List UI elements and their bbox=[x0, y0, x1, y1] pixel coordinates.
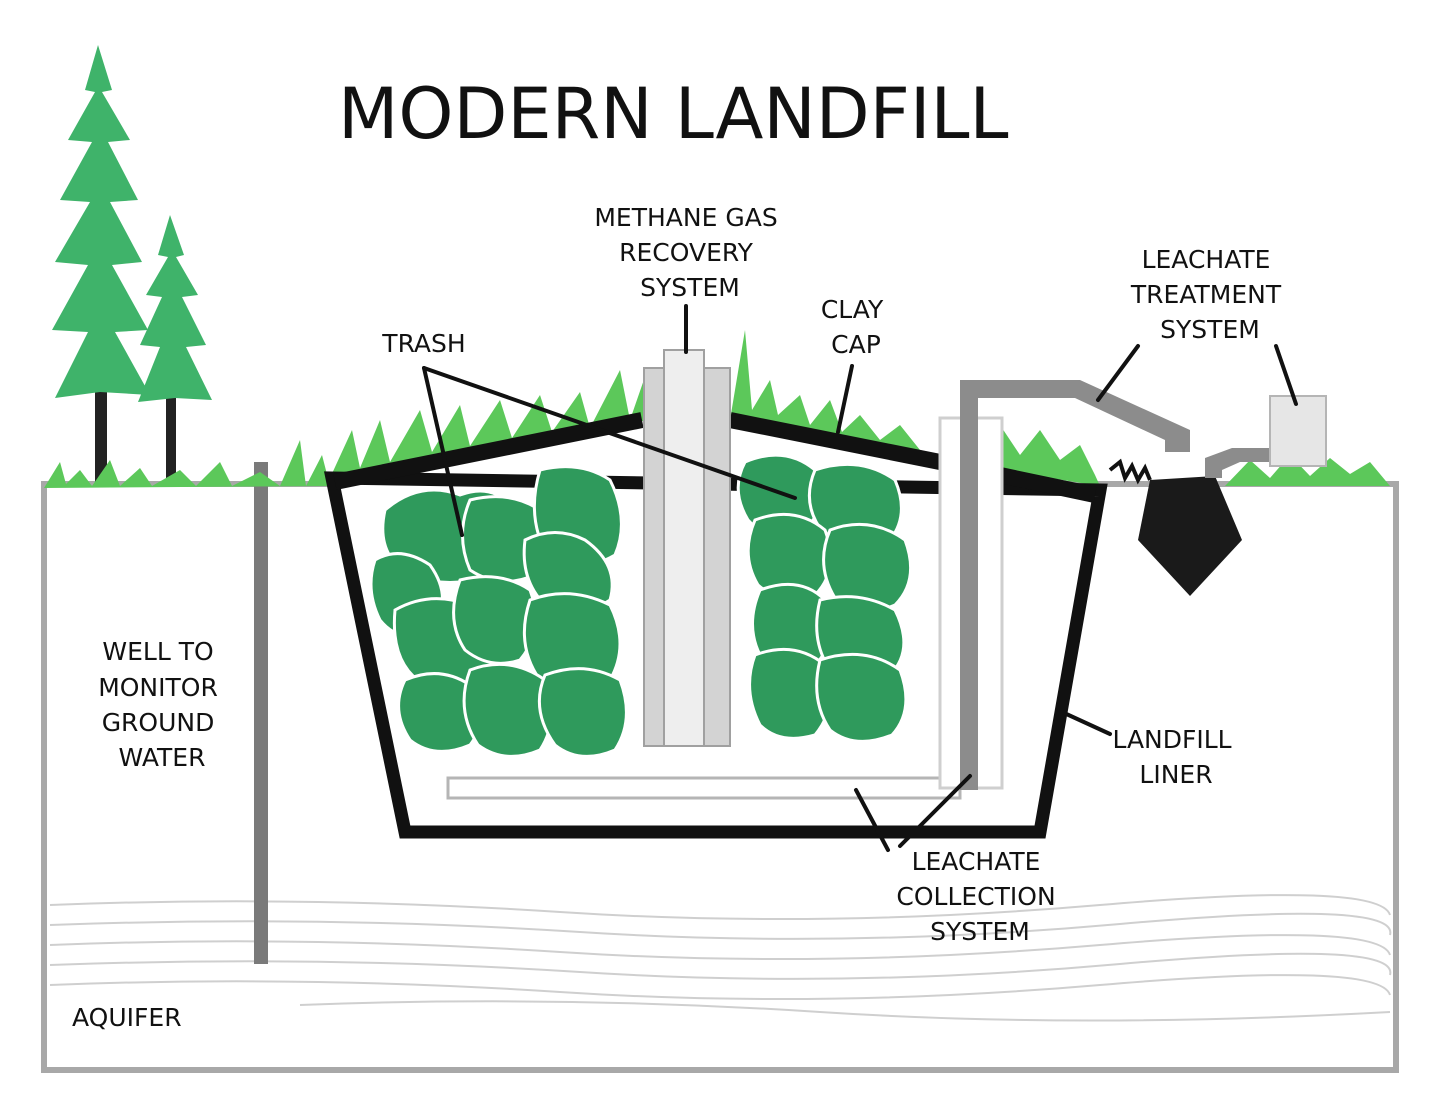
trash-left bbox=[369, 465, 628, 758]
treatment-tank bbox=[1269, 395, 1327, 467]
page-title: MODERN LANDFILL bbox=[338, 73, 1009, 155]
leachate-collection-pipe bbox=[446, 776, 962, 800]
clay-cap-label: CLAY CAP bbox=[821, 295, 891, 359]
trash-label: TRASH bbox=[381, 329, 465, 358]
leachate-pipe bbox=[960, 380, 1190, 790]
leader-lines bbox=[422, 304, 1298, 852]
aquifer-waves bbox=[49, 894, 1392, 1022]
well-label: WELL TO MONITOR GROUND WATER bbox=[98, 637, 226, 772]
trash-right bbox=[736, 453, 913, 743]
monitoring-well-pipe bbox=[254, 462, 268, 964]
tree-large-icon bbox=[52, 45, 150, 482]
pump-valve bbox=[1108, 458, 1152, 485]
landfill-liner-label: LANDFILL LINER bbox=[1112, 725, 1239, 789]
tree-small-icon bbox=[138, 215, 212, 482]
methane-recovery-pipe bbox=[643, 349, 731, 747]
leachate-collection-label: LEACHATE COLLECTION SYSTEM bbox=[896, 847, 1063, 946]
clay-cap bbox=[333, 412, 644, 490]
leachate-treatment-label: LEACHATE TREATMENT SYSTEM bbox=[1130, 245, 1289, 344]
leachate-tank-icon bbox=[1138, 476, 1242, 596]
aquifer-label: AQUIFER bbox=[72, 1003, 182, 1032]
methane-label: METHANE GAS RECOVERY SYSTEM bbox=[594, 203, 785, 302]
